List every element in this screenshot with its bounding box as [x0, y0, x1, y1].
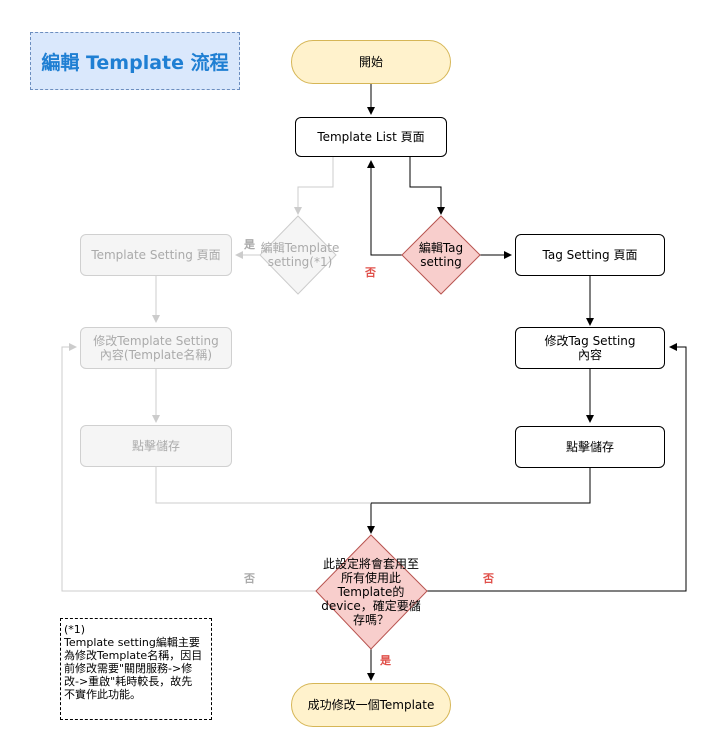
decision-edit-tag-shape: [401, 215, 481, 295]
edge-confirm-no-right: [427, 343, 687, 592]
end-node: 成功修改一個Template: [291, 683, 451, 727]
diagram-title: 編輯 Template 流程: [30, 32, 240, 90]
tag-setting-page-node: Tag Setting 頁面: [515, 234, 665, 276]
edge-save-left-to-confirm: [155, 467, 371, 504]
decision-confirm-shape: [315, 534, 428, 650]
edge-label-yes-bottom: 是: [380, 654, 391, 667]
edge-list-to-template-decision: [294, 157, 334, 215]
click-save-left-node: 點擊儲存: [80, 425, 232, 467]
edge-save-right-to-confirm: [367, 468, 591, 534]
edge-label-yes-template: 是: [244, 238, 255, 251]
decision-edit-tag-label: 編輯Tag setting: [418, 241, 464, 269]
template-setting-page-node: Template Setting 頁面: [80, 234, 232, 276]
decision-edit-template-label: 編輯Template setting(*1): [260, 241, 340, 269]
decision-confirm-label: 此設定將會套用至 所有使用此 Template的 device，確定要儲 存嗎？: [321, 557, 421, 627]
edit-tag-setting-node: 修改Tag Setting 內容: [515, 327, 665, 369]
decision-edit-template-shape: [259, 215, 337, 295]
edge-label-no-right: 否: [483, 572, 494, 585]
edge-confirm-no-left: [61, 343, 316, 592]
start-node: 開始: [291, 40, 451, 84]
footnote-box: (*1) Template setting編輯主要 為修改Template名稱，…: [60, 618, 212, 720]
edit-template-setting-node: 修改Template Setting 內容(Template名稱): [80, 327, 232, 369]
click-save-right-node: 點擊儲存: [515, 426, 665, 468]
edge-label-no-left: 否: [244, 572, 255, 585]
edge-list-to-tag-decision: [409, 157, 445, 215]
edge-tag-no-to-list: [367, 160, 402, 256]
template-list-page-node: Template List 頁面: [295, 117, 447, 157]
edge-label-no-tag: 否: [365, 266, 376, 279]
